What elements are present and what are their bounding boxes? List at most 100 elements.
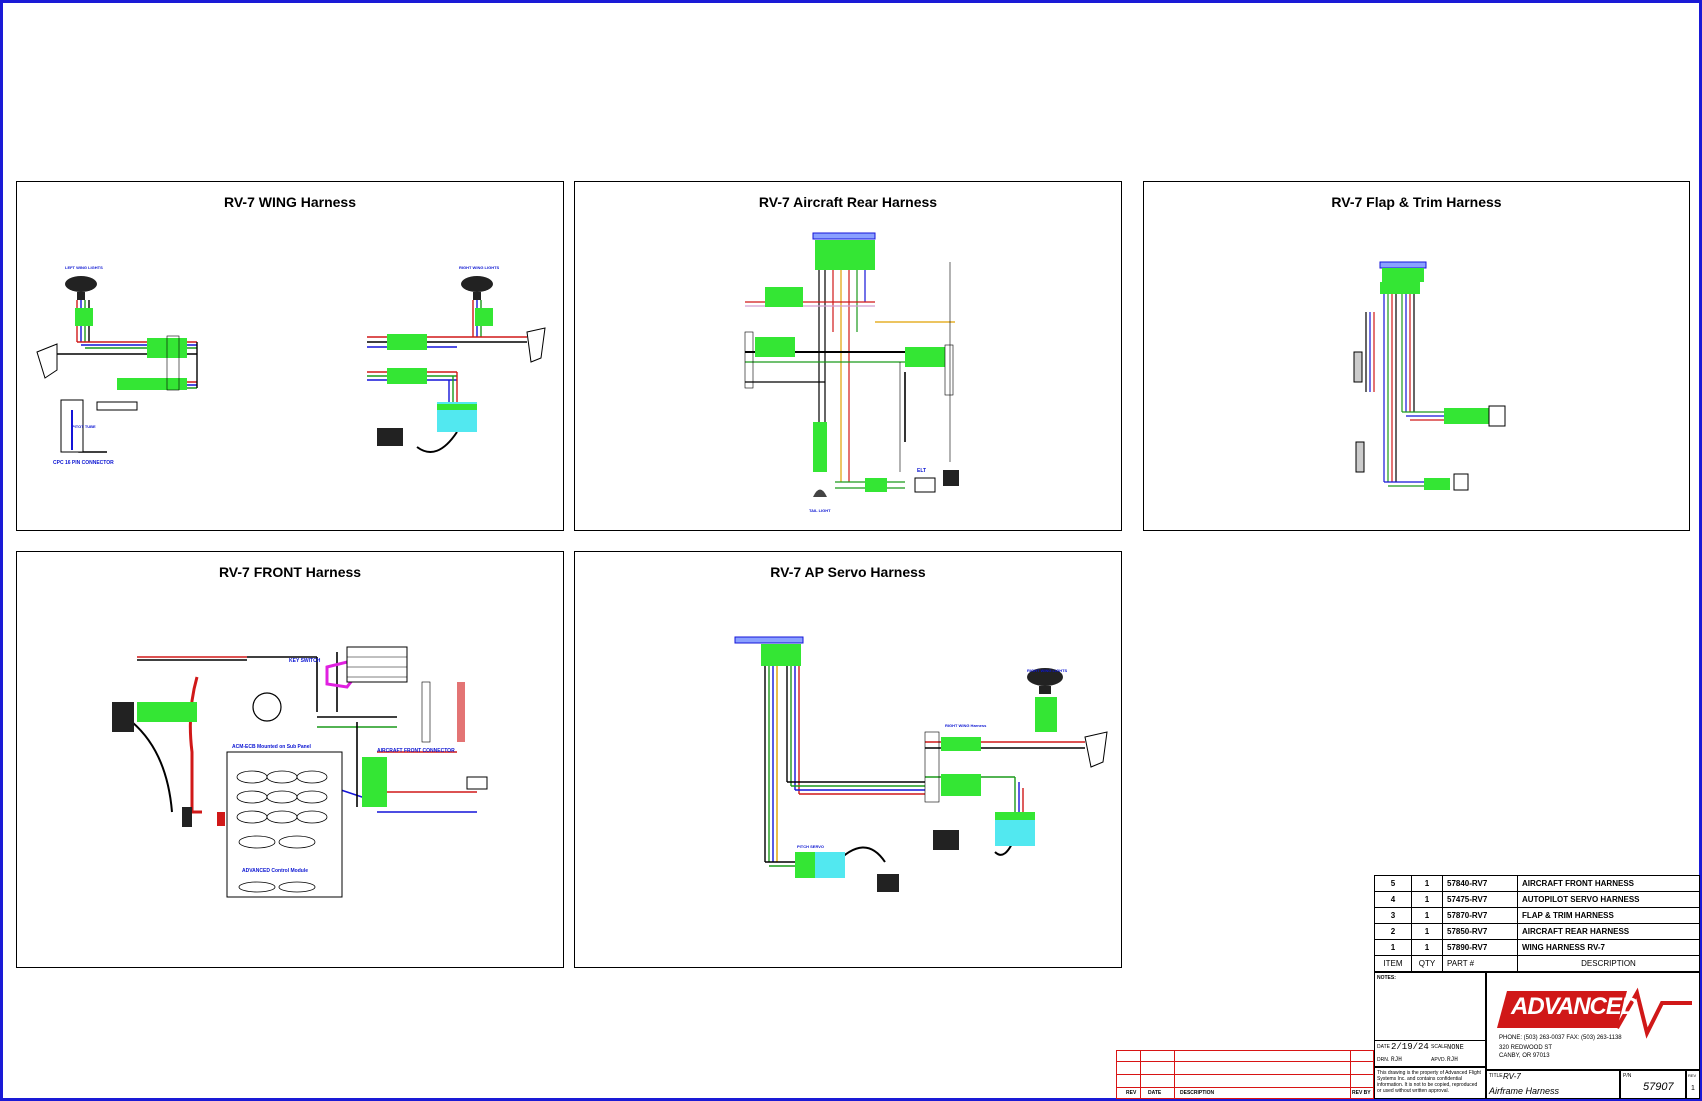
item-cell: 2 [1374, 923, 1412, 940]
property-note: This drawing is the property of Advanced… [1377, 1070, 1481, 1094]
qty-header: QTY [1411, 955, 1443, 972]
panel-title: RV-7 Aircraft Rear Harness [758, 194, 938, 210]
ap-servo-harness-panel: RV-7 AP Servo Harness [574, 551, 1122, 968]
approved-by-value: RJH [1447, 1056, 1458, 1063]
drawn-by-label: DRN. [1377, 1057, 1390, 1063]
part-number-value: 57907 [1643, 1081, 1674, 1093]
advanced-logo-icon [1497, 987, 1692, 1039]
rev-value: 1 [1691, 1085, 1695, 1092]
wing-harness-diagram: LEFT WING LIGHTS PITOT TUBE CPC 16 PIN [36, 265, 546, 466]
revision-description-header: DESCRIPTION [1180, 1090, 1215, 1096]
part-cell: 57840-RV7 [1442, 875, 1518, 892]
panel-title: RV-7 AP Servo Harness [770, 564, 926, 580]
revision-box: REV 1 [1686, 1070, 1700, 1099]
table-header-row: ITEM QTY PART # DESCRIPTION [1374, 955, 1700, 972]
table-row: 2 1 57850-RV7 AIRCRAFT REAR HARNESS [1374, 923, 1700, 940]
parts-list-table: 5 1 57840-RV7 AIRCRAFT FRONT HARNESS 4 1… [1374, 875, 1700, 972]
left-light-icon [65, 276, 97, 292]
table-row: 3 1 57870-RV7 FLAP & TRIM HARNESS [1374, 907, 1700, 924]
item-cell: 5 [1374, 875, 1412, 892]
table-row: 1 1 57890-RV7 WING HARNESS RV-7 [1374, 939, 1700, 956]
item-header: ITEM [1374, 955, 1412, 972]
cpc-connector-label: CPC 16 PIN CONNECTOR [53, 460, 114, 466]
servo-icon [377, 428, 403, 446]
drawn-by-value: RJH [1391, 1056, 1402, 1063]
part-number-box: P/N 57907 [1620, 1070, 1686, 1099]
title-label: TITLE [1489, 1073, 1503, 1079]
desc-cell: AIRCRAFT FRONT HARNESS [1517, 875, 1700, 892]
rear-harness-panel: RV-7 Aircraft Rear Harness [574, 181, 1122, 531]
item-cell: 1 [1374, 939, 1412, 956]
item-cell: 3 [1374, 907, 1412, 924]
company-box: ADVANCED PHONE: (503) 263-0037 FAX: (503… [1486, 972, 1700, 1070]
notes-label: NOTES: [1377, 975, 1396, 981]
title-box: TITLE RV-7 Airframe Harness [1486, 1070, 1620, 1099]
title-line2: Airframe Harness [1489, 1086, 1560, 1096]
aircraft-front-connector-label: AIRCRAFT FRONT CONNECTOR [377, 748, 455, 754]
scale-label: SCALE [1431, 1044, 1448, 1050]
desc-cell: FLAP & TRIM HARNESS [1517, 907, 1700, 924]
desc-cell: AUTOPILOT SERVO HARNESS [1517, 891, 1700, 908]
part-header: PART # [1442, 955, 1518, 972]
description-header: DESCRIPTION [1517, 955, 1700, 972]
panel-title: RV-7 WING Harness [223, 194, 356, 210]
roll-servo-icon [933, 830, 959, 850]
company-address-line1: 320 REDWOOD ST [1499, 1045, 1553, 1051]
qty-cell: 1 [1411, 891, 1443, 908]
control-module-label: ADVANCED Control Module [242, 868, 308, 874]
rear-harness-diagram: TAIL LIGHT ELT [744, 232, 959, 513]
item-cell: 4 [1374, 891, 1412, 908]
elt-label: ELT [917, 468, 926, 474]
left-wing-lights-label: LEFT WING LIGHTS [65, 265, 103, 270]
company-address-line2: CANBY, OR 97013 [1499, 1053, 1550, 1059]
right-light-icon [461, 276, 493, 292]
part-cell: 57850-RV7 [1442, 923, 1518, 940]
pitot-tube-label: PITOT TUBE [72, 424, 96, 429]
pitch-servo-icon [877, 874, 899, 892]
tail-light-label: TAIL LIGHT [809, 508, 831, 513]
qty-cell: 1 [1411, 907, 1443, 924]
front-harness-diagram: KEY SWITCH ACM-ECB Mounted on Sub Panel … [112, 646, 488, 898]
revision-rev-by-header: REV BY [1352, 1090, 1371, 1096]
ap-servo-harness-diagram: RIGHT WING LIGHTS RIGHT WING Harness PIT… [734, 636, 1108, 892]
date-scale-box: DATE 2/19/24 SCALE NONE DRN. RJH APVD. R… [1374, 1040, 1486, 1067]
desc-cell: AIRCRAFT REAR HARNESS [1517, 923, 1700, 940]
date-value: 2/19/24 [1391, 1042, 1429, 1052]
table-row: 4 1 57475-RV7 AUTOPILOT SERVO HARNESS [1374, 891, 1700, 908]
elt-icon [943, 470, 959, 486]
panel-title: RV-7 FRONT Harness [218, 564, 362, 580]
part-cell: 57890-RV7 [1442, 939, 1518, 956]
scale-value: NONE [1447, 1044, 1464, 1052]
title-line1: RV-7 [1503, 1072, 1521, 1081]
flap-trim-harness-diagram [1353, 261, 1506, 491]
rev-label: REV [1688, 1073, 1697, 1078]
qty-cell: 1 [1411, 923, 1443, 940]
revision-rev-header: REV [1126, 1090, 1137, 1096]
company-logo-text: ADVANCED [1511, 993, 1638, 1020]
right-wing-lights-label: RIGHT WING LIGHTS [459, 265, 500, 270]
wing-harness-panel: RV-7 WING Harness LEFT WING LIGHTS [16, 181, 564, 531]
part-cell: 57870-RV7 [1442, 907, 1518, 924]
part-number-label: P/N [1623, 1073, 1632, 1079]
flap-trim-harness-panel: RV-7 Flap & Trim Harness [1143, 181, 1690, 531]
right-light-icon [1027, 668, 1063, 686]
acm-label: ACM-ECB Mounted on Sub Panel [232, 744, 311, 750]
qty-cell: 1 [1411, 939, 1443, 956]
property-note-box: This drawing is the property of Advanced… [1374, 1067, 1486, 1099]
table-row: 5 1 57840-RV7 AIRCRAFT FRONT HARNESS [1374, 875, 1700, 892]
right-wing-harness-label: RIGHT WING Harness [945, 723, 987, 728]
qty-cell: 1 [1411, 875, 1443, 892]
right-wing-lights-label: RIGHT WING LIGHTS [1027, 668, 1068, 673]
pitch-servo-label: PITCH SERVO [797, 844, 824, 849]
desc-cell: WING HARNESS RV-7 [1517, 939, 1700, 956]
front-harness-panel: RV-7 FRONT Harness KEY SWITCH ACM-ECB Mo… [16, 551, 564, 968]
part-cell: 57475-RV7 [1442, 891, 1518, 908]
tail-light-icon [813, 489, 827, 497]
revision-date-header: DATE [1148, 1090, 1162, 1096]
date-label: DATE [1377, 1044, 1390, 1050]
key-switch-label: KEY SWITCH [289, 658, 321, 664]
company-phone: PHONE: (503) 263-0037 FAX: (503) 263-113… [1499, 1035, 1622, 1041]
panel-title: RV-7 Flap & Trim Harness [1331, 194, 1502, 210]
approved-by-label: APVD. [1431, 1057, 1447, 1063]
